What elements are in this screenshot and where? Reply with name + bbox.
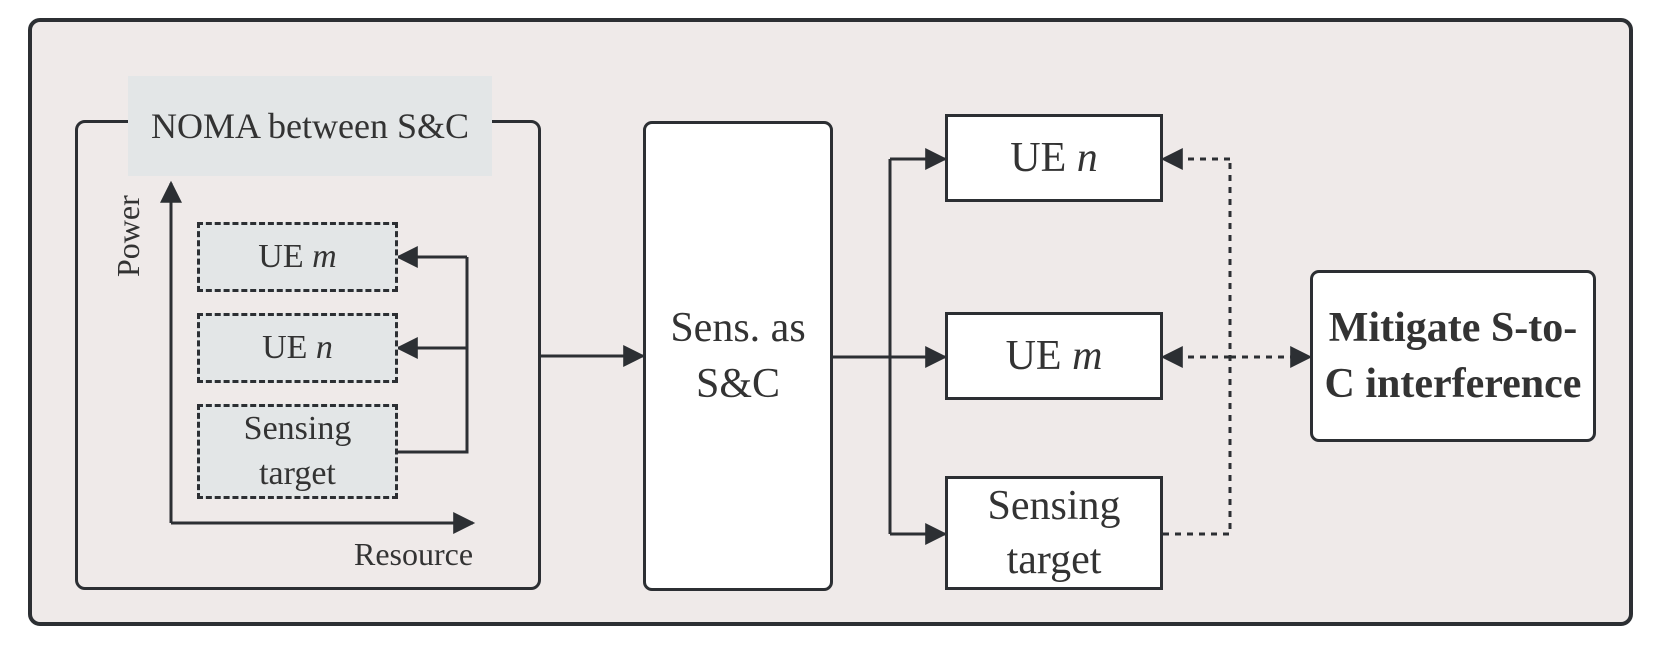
output-sensing-target: Sensing target <box>945 476 1163 590</box>
output-ue-n: UE n <box>945 114 1163 202</box>
stack-ue-m-var: m <box>312 237 337 275</box>
power-axis-label: Power <box>110 195 146 277</box>
mitigate-box: Mitigate S-to-C interference <box>1310 270 1596 442</box>
stack-ue-n-prefix: UE <box>262 328 308 366</box>
output-ue-m-prefix: UE <box>1005 332 1062 379</box>
stack-sensing-target: Sensing target <box>197 404 398 499</box>
sens-as-sc-box: Sens. as S&C <box>643 121 833 591</box>
dotted-sensing-to-ue <box>1163 159 1232 536</box>
stack-ue-m: UE m <box>197 222 398 292</box>
output-ue-m: UE m <box>945 312 1163 400</box>
stack-feedback-line <box>396 257 469 454</box>
resource-axis-label: Resource <box>354 536 474 572</box>
output-ue-n-prefix: UE <box>1010 134 1067 181</box>
stack-ue-m-prefix: UE <box>258 237 304 275</box>
stack-ue-n-var: n <box>315 328 333 366</box>
output-ue-m-var: m <box>1072 332 1103 379</box>
noma-title: NOMA between S&C <box>128 76 492 176</box>
stack-ue-n: UE n <box>197 313 398 383</box>
output-ue-n-var: n <box>1076 134 1098 181</box>
